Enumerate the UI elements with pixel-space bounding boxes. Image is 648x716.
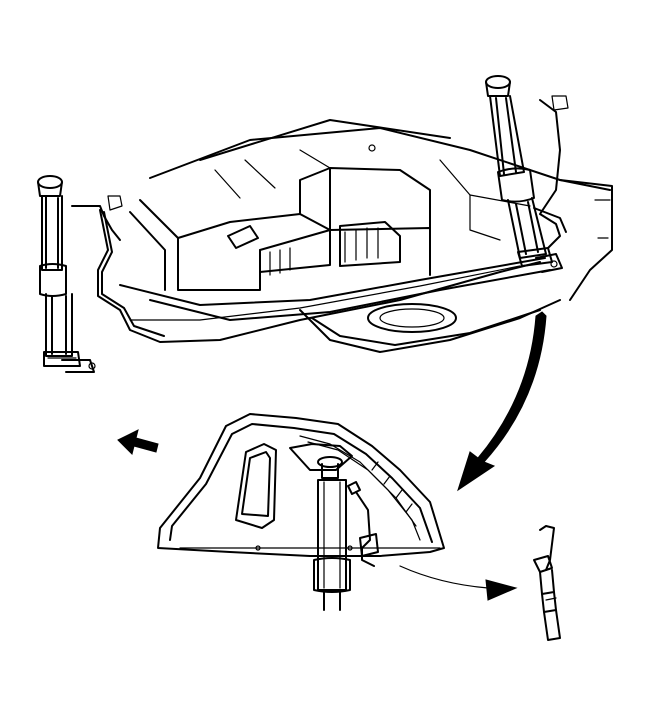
- underbody-floor-pan: [119, 119, 613, 353]
- left-rear-shock-absorber: [37, 175, 96, 373]
- shock-harness: [71, 95, 569, 343]
- direction-arrow-left: [117, 429, 159, 455]
- connector-callout-arrow: [399, 565, 518, 601]
- detail-callout-arrow: [457, 311, 547, 492]
- right-rear-shock-absorber: [485, 75, 563, 273]
- electrical-connector-detail: [533, 525, 561, 641]
- detail-shock-absorber: [313, 456, 379, 611]
- detail-inner-fender-panel: [157, 413, 445, 557]
